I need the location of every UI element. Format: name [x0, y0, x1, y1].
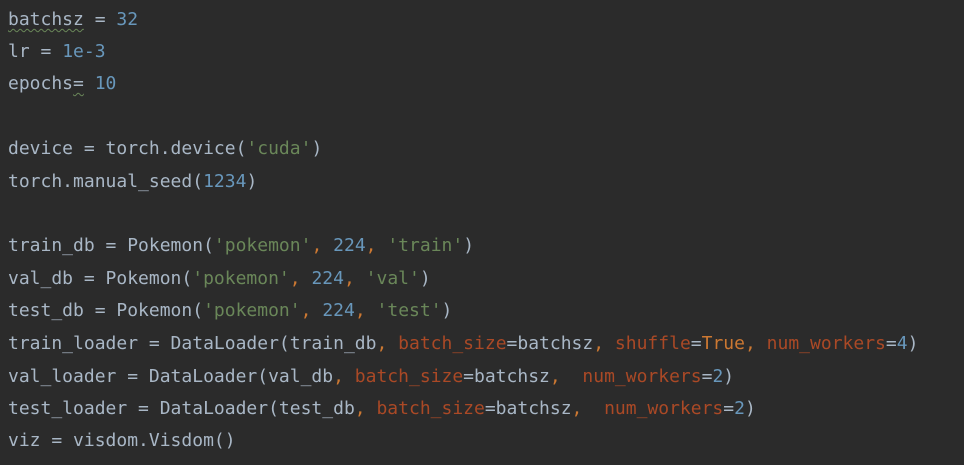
code-token: = — [701, 366, 713, 387]
code-token: num_workers — [604, 398, 724, 419]
code-token: , — [289, 268, 312, 289]
code-token: val_db = Pokemon( — [8, 268, 193, 289]
code-line-train-db[interactable]: train_db = Pokemon('pokemon', 224, 'trai… — [8, 235, 474, 257]
code-token: 'pokemon' — [192, 268, 290, 289]
code-token: test_db = Pokemon( — [8, 300, 204, 321]
code-token: 1234 — [203, 171, 247, 192]
code-token: 224 — [333, 235, 366, 256]
code-token: device = torch.device( — [8, 138, 247, 159]
code-token: ) — [907, 333, 919, 354]
code-token: ) — [419, 268, 431, 289]
code-token: lr = — [8, 41, 63, 62]
code-token: =batchsz — [484, 398, 572, 419]
code-token: ) — [723, 366, 735, 387]
code-token: , — [365, 235, 388, 256]
code-token: , — [300, 300, 323, 321]
code-token: 1e-3 — [62, 41, 106, 62]
code-token: ) — [441, 300, 453, 321]
code-token: batch_size — [398, 333, 507, 354]
code-token: 'train' — [387, 235, 464, 256]
code-token — [84, 73, 95, 94]
code-token: 'cuda' — [246, 138, 312, 159]
code-token: ) — [463, 235, 475, 256]
code-line-device[interactable]: device = torch.device('cuda') — [8, 138, 322, 160]
code-token: shuffle — [614, 333, 691, 354]
code-token: 'pokemon' — [213, 235, 312, 256]
code-token: , — [354, 398, 377, 419]
code-token: batch_size — [376, 398, 485, 419]
code-token: 2 — [734, 398, 745, 419]
code-token: , — [333, 366, 355, 387]
code-token: =batchsz — [463, 366, 550, 387]
code-token: 'val' — [365, 268, 420, 289]
code-token: num_workers — [582, 366, 702, 387]
code-token: ) — [246, 171, 258, 192]
code-line-test-db[interactable]: test_db = Pokemon('pokemon', 224, 'test'… — [8, 300, 452, 322]
code-line-batchsz[interactable]: batchsz = 32 — [8, 9, 138, 31]
code-line-lr[interactable]: lr = 1e-3 — [8, 41, 106, 63]
code-token: , — [354, 300, 377, 321]
code-token: , — [376, 333, 399, 354]
code-token: , — [311, 235, 334, 256]
code-token: ) — [744, 398, 756, 419]
code-line-test-loader[interactable]: test_loader = DataLoader(test_db, batch_… — [8, 398, 756, 420]
code-line-val-db[interactable]: val_db = Pokemon('pokemon', 224, 'val') — [8, 268, 431, 290]
code-token: , — [343, 268, 366, 289]
code-token: , — [571, 398, 605, 419]
code-token: , — [744, 333, 767, 354]
code-token: , — [549, 366, 583, 387]
code-token: val_loader = DataLoader(val_db — [8, 366, 334, 387]
code-token: epochs — [8, 73, 74, 94]
code-line-val-loader[interactable]: val_loader = DataLoader(val_db, batch_si… — [8, 366, 734, 388]
code-token: ) — [311, 138, 323, 159]
code-token: = — [73, 73, 84, 94]
code-token: 2 — [712, 366, 724, 387]
code-token: 'test' — [376, 300, 442, 321]
code-token: test_loader = DataLoader(test_db — [8, 398, 355, 419]
code-token: 'pokemon' — [203, 300, 301, 321]
code-token: = — [83, 9, 117, 30]
code-line-viz[interactable]: viz = visdom.Visdom() — [8, 430, 236, 452]
code-token: 10 — [94, 73, 117, 94]
code-token: =batchsz — [506, 333, 594, 354]
code-token: True — [701, 333, 745, 354]
code-token: torch.manual_seed( — [8, 171, 204, 192]
code-token: num_workers — [766, 333, 886, 354]
code-token: viz = visdom.Visdom() — [8, 430, 236, 451]
code-token: 4 — [896, 333, 908, 354]
code-token: 224 — [322, 300, 355, 321]
code-token: = — [723, 398, 735, 419]
code-token: 224 — [311, 268, 344, 289]
code-line-seed[interactable]: torch.manual_seed(1234) — [8, 171, 257, 193]
code-token: = — [690, 333, 702, 354]
code-token: train_loader = DataLoader(train_db — [8, 333, 377, 354]
code-token: = — [885, 333, 897, 354]
code-token: batch_size — [354, 366, 464, 387]
code-line-epochs[interactable]: epochs= 10 — [8, 73, 116, 95]
code-token: batchsz — [8, 9, 84, 30]
code-token: 32 — [116, 9, 139, 30]
code-token: train_db = Pokemon( — [8, 235, 214, 256]
code-token: , — [593, 333, 615, 354]
code-line-train-loader[interactable]: train_loader = DataLoader(train_db, batc… — [8, 333, 918, 355]
